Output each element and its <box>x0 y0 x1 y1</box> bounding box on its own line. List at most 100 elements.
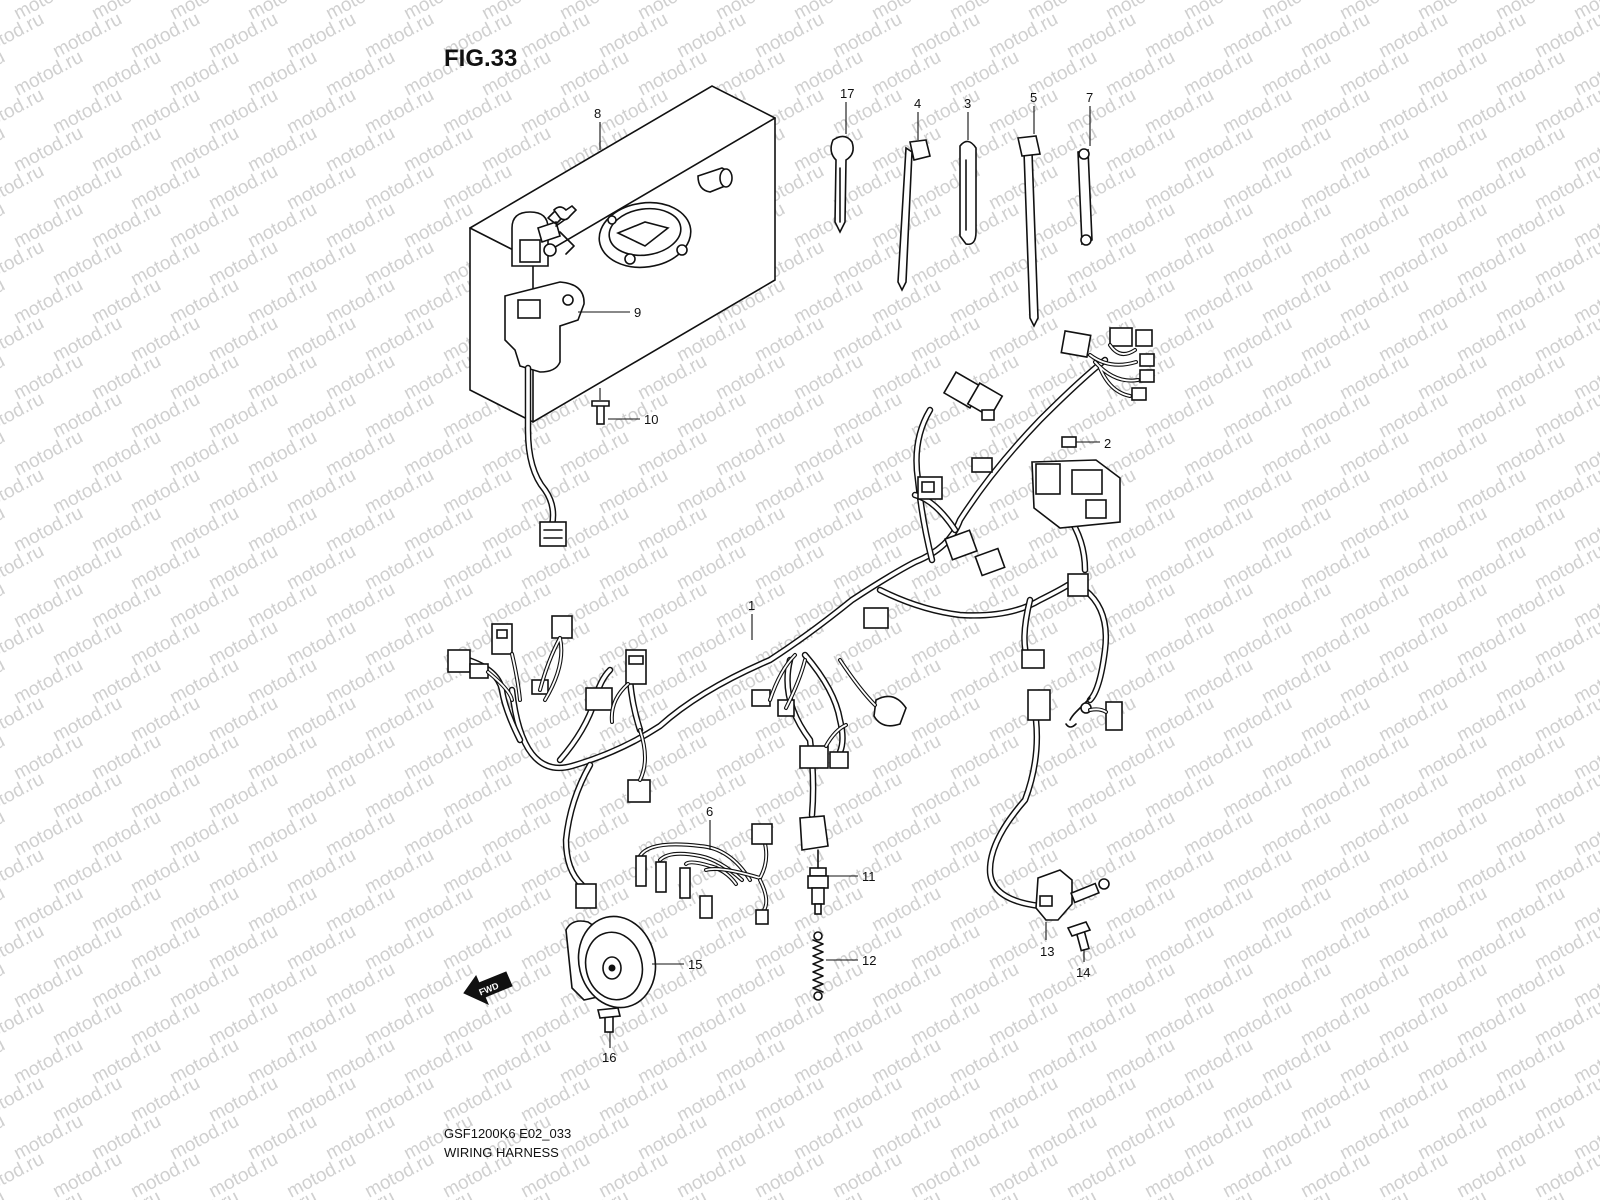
callout-8: 8 <box>594 106 601 121</box>
watermark-text: motod.ru <box>0 465 48 519</box>
watermark-text: motod.ru <box>0 389 48 443</box>
callout-2: 2 <box>1104 436 1111 451</box>
watermark-text: motod.ru <box>0 351 9 405</box>
screw-14 <box>1066 921 1092 952</box>
harness-connectors <box>447 327 1155 909</box>
watermark-text: motod.ru <box>0 769 48 823</box>
callout-4: 4 <box>914 96 921 111</box>
watermark-text: motod.ru <box>0 997 48 1051</box>
watermark-text: motod.ru <box>1531 237 1600 291</box>
callout-3: 3 <box>964 96 971 111</box>
cable-tie-5 <box>1017 135 1041 328</box>
watermark-text: motod.ru <box>1492 1187 1568 1200</box>
callout-9: 9 <box>634 305 641 320</box>
watermark-text: motod.ru <box>1453 1149 1529 1200</box>
watermark-text: motod.ru <box>946 1187 1022 1200</box>
watermark-text: motod.ru <box>478 1187 554 1200</box>
watermark-text: motod.ru <box>1531 9 1600 63</box>
watermark-text: motod.ru <box>1336 1187 1412 1200</box>
watermark-text: motod.ru <box>0 237 48 291</box>
side-stand-switch <box>1035 869 1110 921</box>
watermark-text: motod.ru <box>10 1187 86 1200</box>
watermark-text: motod.ru <box>0 199 9 253</box>
watermark-text: motod.ru <box>1531 465 1600 519</box>
watermark-text: motod.ru <box>1531 541 1600 595</box>
watermark-text: motod.ru <box>0 1035 9 1089</box>
watermark-text: motod.ru <box>0 541 48 595</box>
ignition-switch-lead <box>524 364 567 547</box>
callout-1: 1 <box>748 598 755 613</box>
callout-12: 12 <box>862 953 876 968</box>
watermark-text: motod.ru <box>0 47 9 101</box>
watermark-text: motod.ru <box>0 0 9 24</box>
callout-5: 5 <box>1030 90 1037 105</box>
watermark-text: motod.ru <box>1531 693 1600 747</box>
watermark-text: motod.ru <box>1063 1149 1139 1200</box>
watermark-text: motod.ru <box>0 1111 9 1165</box>
clamp-7 <box>1077 148 1093 246</box>
callout-16: 16 <box>602 1050 616 1065</box>
watermark-text: motod.ru <box>0 731 9 785</box>
cable-tie-4 <box>897 139 931 292</box>
watermark-text: motod.ru <box>595 1149 671 1200</box>
callout-11: 11 <box>862 869 876 884</box>
watermark-text: motod.ru <box>0 1073 48 1127</box>
watermark-text: motod.ru <box>0 161 48 215</box>
watermark-text: motod.ru <box>1531 389 1600 443</box>
watermark-text: motod.ru <box>1024 1187 1100 1200</box>
watermark-text: motod.ru <box>829 1149 905 1200</box>
watermark-text: motod.ru <box>868 1187 944 1200</box>
watermark-text: motod.ru <box>1531 769 1600 823</box>
watermark-text: motod.ru <box>0 655 9 709</box>
watermark-text: motod.ru <box>1258 1187 1334 1200</box>
watermark-text: motod.ru <box>1531 161 1600 215</box>
callout-14: 14 <box>1076 965 1090 980</box>
watermark-text: motod.ru <box>49 1149 125 1200</box>
model-code: GSF1200K6 E02_033 <box>444 1126 571 1141</box>
watermark-text: motod.ru <box>1531 313 1600 367</box>
watermark-text: motod.ru <box>1297 1149 1373 1200</box>
leader-lines <box>578 102 1100 1048</box>
watermark-text: motod.ru <box>0 617 48 671</box>
watermark-text: motod.ru <box>1219 1149 1295 1200</box>
watermark-text: motod.ru <box>205 1149 281 1200</box>
watermark-text: motod.ru <box>361 1149 437 1200</box>
seat-lock-cylinder <box>697 167 733 193</box>
watermark-text: motod.ru <box>1570 1187 1600 1200</box>
watermark-text: motod.ru <box>0 9 48 63</box>
watermark-text: motod.ru <box>712 1187 788 1200</box>
callout-15: 15 <box>688 957 702 972</box>
watermark-text: motod.ru <box>0 845 48 899</box>
watermark-text: motod.ru <box>1531 617 1600 671</box>
watermark-text: motod.ru <box>1375 1149 1451 1200</box>
callout-13: 13 <box>1040 944 1054 959</box>
watermark-text: motod.ru <box>400 1187 476 1200</box>
watermark-text: motod.ru <box>1414 1187 1490 1200</box>
bolt-10 <box>591 400 610 425</box>
bolt-16 <box>596 1007 622 1033</box>
callout-17: 17 <box>840 86 854 101</box>
callout-6: 6 <box>706 804 713 819</box>
watermark-text: motod.ru <box>0 85 48 139</box>
watermark-text: motod.ru <box>556 1187 632 1200</box>
watermark-text: motod.ru <box>0 693 48 747</box>
watermark-text: motod.ru <box>0 427 9 481</box>
watermark-text: motod.ru <box>907 1149 983 1200</box>
watermark-text: motod.ru <box>985 1149 1061 1200</box>
fuel-cap-lock <box>598 201 692 269</box>
watermark-text: motod.ru <box>1531 845 1600 899</box>
watermark-text: motod.ru <box>1102 1187 1178 1200</box>
watermark-text: motod.ru <box>0 579 9 633</box>
forward-direction-arrow: FWD <box>463 971 513 1005</box>
watermark-text: motod.ru <box>127 1149 203 1200</box>
watermark-text: motod.ru <box>1531 1073 1600 1127</box>
watermark-text: motod.ru <box>751 1149 827 1200</box>
watermark-text: motod.ru <box>0 275 9 329</box>
watermark-text: motod.ru <box>0 503 9 557</box>
watermark-text: motod.ru <box>0 313 48 367</box>
ignition-switch <box>504 204 585 373</box>
watermark-text: motod.ru <box>0 921 48 975</box>
watermark-text: motod.ru <box>166 1187 242 1200</box>
key-blank <box>830 135 854 234</box>
